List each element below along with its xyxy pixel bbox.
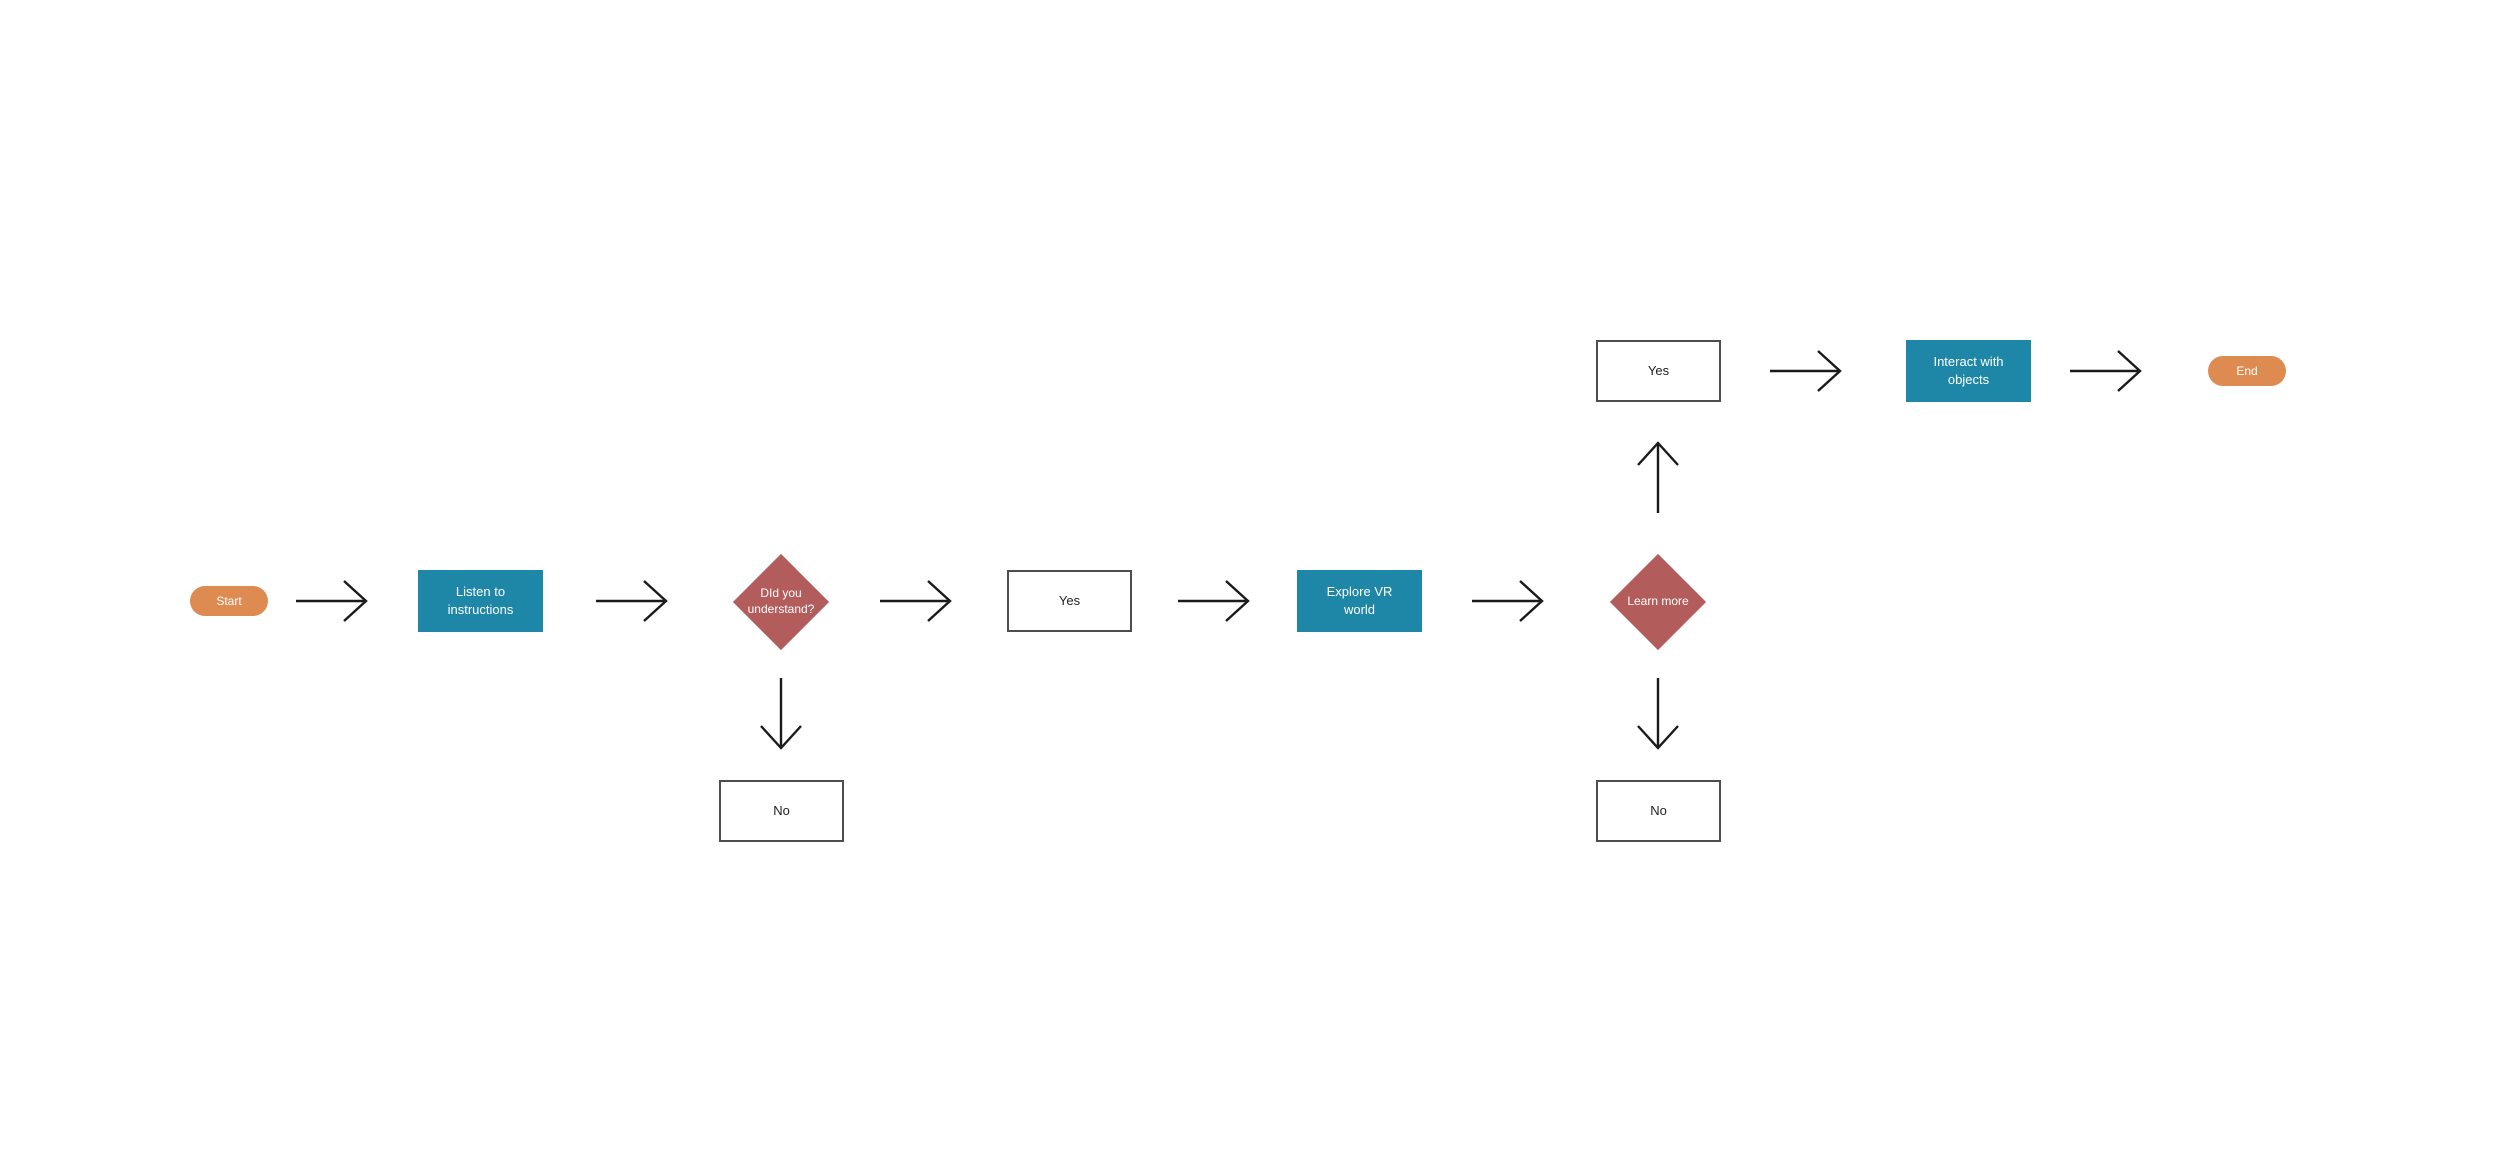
- connector-start-to-listen[interactable]: [296, 579, 368, 623]
- node-yes-understand[interactable]: Yes: [1007, 570, 1132, 632]
- node-start[interactable]: Start: [190, 586, 268, 616]
- node-learn-more[interactable]: Learn more: [1609, 553, 1707, 651]
- connector-interact-to-end[interactable]: [2070, 349, 2142, 393]
- connector-learn-more-to-yes[interactable]: [1636, 441, 1680, 513]
- node-no-learn-more[interactable]: No: [1596, 780, 1721, 842]
- connector-yes-to-interact[interactable]: [1770, 349, 1842, 393]
- node-explore-vr-world-label: Explore VR world: [1326, 584, 1393, 617]
- node-listen-to-instructions[interactable]: Listen to instructions: [418, 570, 543, 632]
- node-end-label: End: [2236, 363, 2258, 378]
- node-no-understand[interactable]: No: [719, 780, 844, 842]
- node-yes-learn-more[interactable]: Yes: [1596, 340, 1721, 402]
- node-no-learn-more-label: No: [1650, 803, 1667, 819]
- node-yes-understand-label: Yes: [1058, 593, 1081, 609]
- node-did-you-understand-label: DId you understand?: [747, 586, 815, 616]
- node-listen-to-instructions-label: Listen to instructions: [447, 584, 514, 617]
- node-no-understand-label: No: [773, 803, 790, 819]
- connector-decision-to-yes[interactable]: [880, 579, 952, 623]
- node-learn-more-label: Learn more: [1627, 594, 1689, 609]
- node-interact-with-objects-label: Interact with objects: [1933, 354, 2004, 387]
- connector-yes-to-explore[interactable]: [1178, 579, 1250, 623]
- node-yes-learn-more-label: Yes: [1647, 363, 1670, 379]
- node-did-you-understand[interactable]: DId you understand?: [732, 553, 830, 651]
- connector-listen-to-decision[interactable]: [596, 579, 668, 623]
- connector-learn-more-to-no[interactable]: [1636, 678, 1680, 750]
- node-explore-vr-world[interactable]: Explore VR world: [1297, 570, 1422, 632]
- node-start-label: Start: [216, 593, 242, 608]
- connector-decision-to-no[interactable]: [759, 678, 803, 750]
- node-end[interactable]: End: [2208, 356, 2286, 386]
- node-interact-with-objects[interactable]: Interact with objects: [1906, 340, 2031, 402]
- connector-explore-to-learn-more[interactable]: [1472, 579, 1544, 623]
